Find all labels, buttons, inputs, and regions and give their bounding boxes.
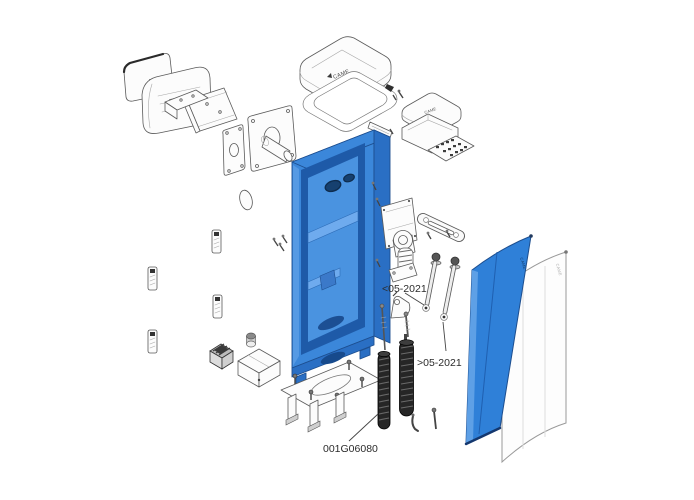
anchor-plate bbox=[280, 359, 382, 433]
cabinet-back-panel bbox=[308, 156, 358, 342]
came-logo: CAME bbox=[555, 263, 563, 276]
mount-bracket bbox=[164, 89, 209, 120]
lid-gasket-frame bbox=[302, 71, 398, 132]
screw-cluster bbox=[272, 234, 288, 252]
leader-variant-before bbox=[404, 292, 425, 306]
gearmotor bbox=[380, 197, 418, 283]
retaining-clip bbox=[385, 84, 404, 99]
leader-variant-after bbox=[442, 321, 447, 352]
lock-latches bbox=[147, 229, 223, 354]
label-part-number: 001G06080 bbox=[323, 443, 378, 455]
front-door-blue: CAME bbox=[464, 234, 533, 446]
drive-shaft bbox=[261, 135, 293, 163]
balancing-spring-left bbox=[377, 303, 391, 430]
lock-cylinder bbox=[246, 332, 256, 348]
circuit-board bbox=[389, 94, 475, 162]
accessory-box bbox=[237, 348, 281, 388]
flange-plate-small bbox=[222, 124, 246, 176]
came-logo-mark bbox=[327, 73, 332, 78]
release-lever bbox=[390, 291, 411, 338]
label-variant-before: <05-2021 bbox=[382, 283, 427, 295]
cam-disc bbox=[239, 189, 253, 211]
balancing-spring-right bbox=[399, 334, 414, 417]
labels: <05-2021 >05-2021 001G06080 bbox=[323, 283, 462, 455]
came-logo: CAME bbox=[519, 257, 528, 270]
cabinet-body bbox=[291, 129, 391, 387]
tie-rods bbox=[422, 229, 461, 321]
spring-fixing-bolts bbox=[411, 407, 437, 432]
leader-part-number bbox=[348, 413, 379, 442]
cabinet-right-face bbox=[373, 129, 391, 344]
label-variant-after: >05-2021 bbox=[417, 357, 462, 369]
transformer bbox=[209, 343, 234, 370]
linkage-arm bbox=[417, 213, 465, 242]
came-logo: CAME bbox=[424, 106, 437, 115]
anchor-legs bbox=[285, 391, 347, 433]
